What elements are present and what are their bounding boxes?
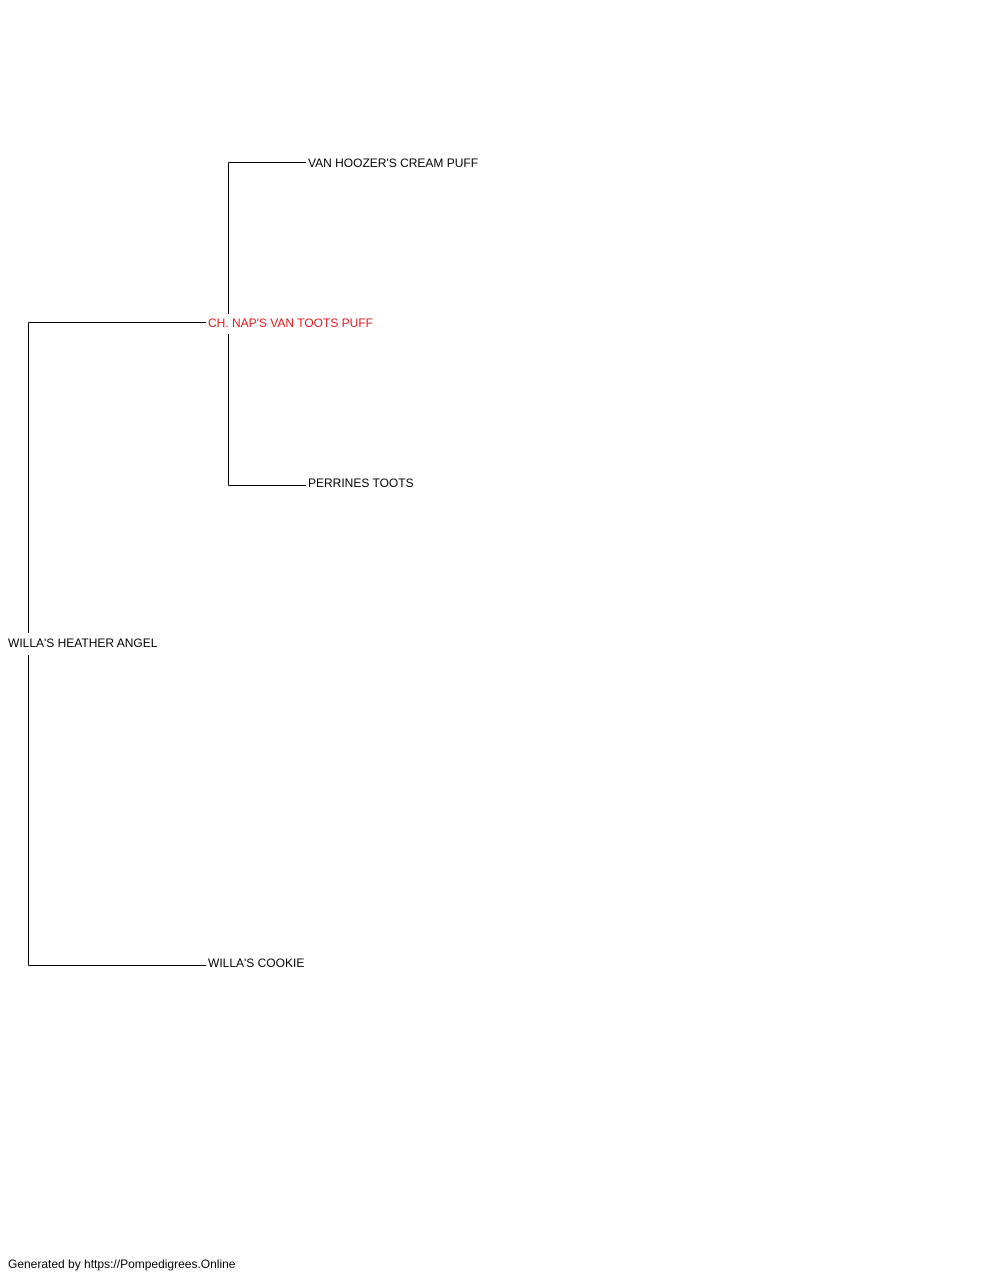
generator-credit: Generated by https://Pompedigrees.Online	[8, 1257, 236, 1271]
sire-sire-name: VAN HOOZER'S CREAM PUFF	[308, 156, 478, 170]
sire-name: CH. NAP'S VAN TOOTS PUFF	[208, 316, 373, 330]
subject-name: WILLA'S HEATHER ANGEL	[8, 636, 158, 650]
sire-dam-name: PERRINES TOOTS	[308, 476, 414, 490]
dam-name: WILLA'S COOKIE	[208, 956, 304, 970]
